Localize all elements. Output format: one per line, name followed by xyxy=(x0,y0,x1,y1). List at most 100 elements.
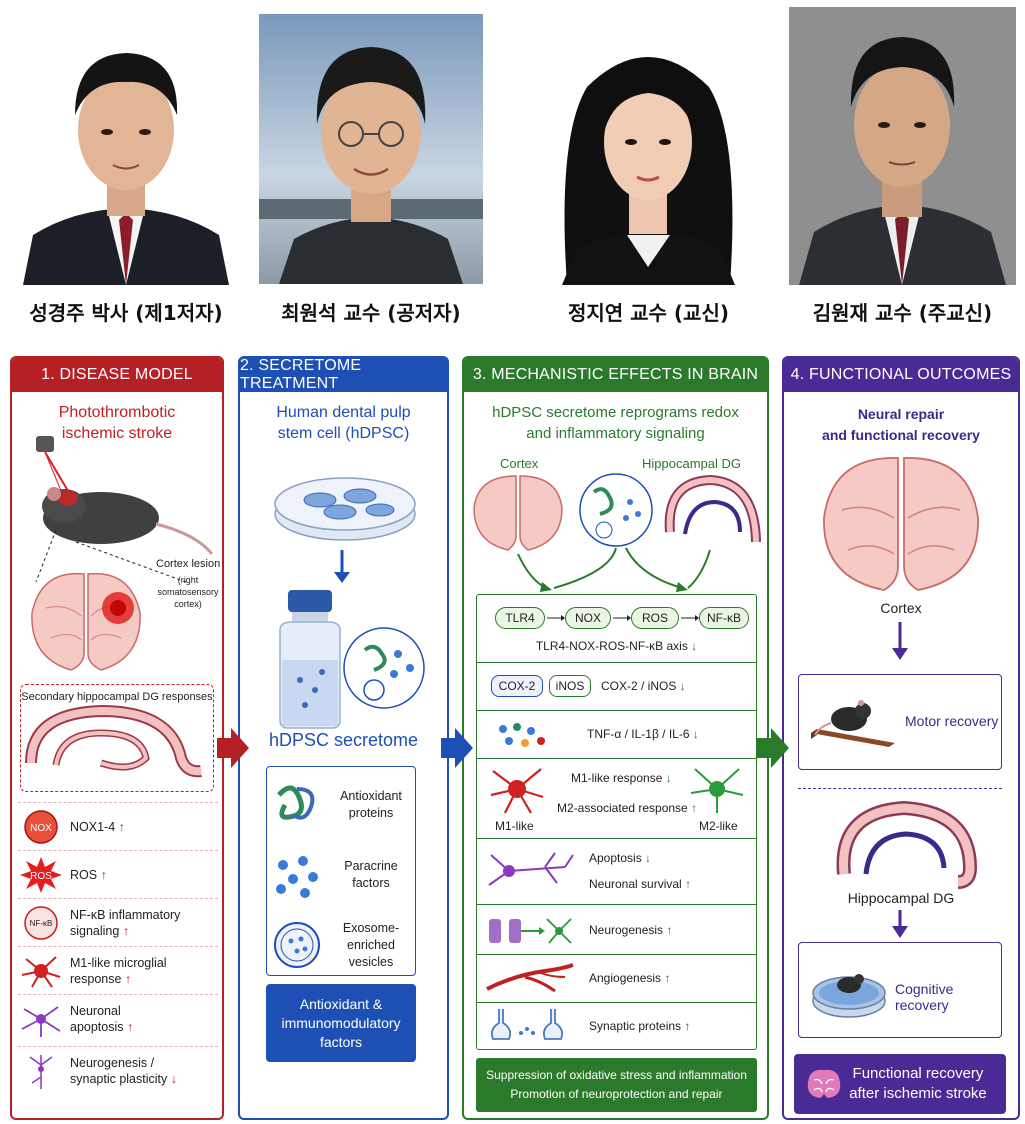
pill-cox2: COX-2 xyxy=(491,675,543,697)
microglia-arrow: ↑ xyxy=(124,971,132,986)
mechanism-footer: Suppression of oxidative stress and infl… xyxy=(476,1058,757,1112)
portrait-4-image xyxy=(789,7,1016,285)
ros-label: ROS xyxy=(70,867,98,882)
neurogenesis-label-1: Neurogenesis / xyxy=(70,1055,155,1070)
survival-label: Neuronal survival xyxy=(589,877,682,891)
secretome-components-box: Antioxidant proteins Paracrine factors Exo… xyxy=(266,766,416,976)
comp2-line3: vesicles xyxy=(348,954,394,969)
m1-label: M1-like xyxy=(495,819,534,833)
apoptosis-down-arrow: ↓ xyxy=(645,851,652,865)
neurogenesis-label: Neurogenesis xyxy=(589,923,664,937)
portrait-2 xyxy=(259,14,483,284)
cytokine-label: TNF-α / IL-1β / IL-6 ↓ xyxy=(587,727,699,741)
p3-dg-label: Hippocampal DG xyxy=(642,456,741,471)
p4-footer-line1: Functional recovery xyxy=(852,1065,984,1082)
m2-up-arrow: ↑ xyxy=(691,801,698,815)
brain-regions-illustration xyxy=(473,473,761,592)
mech-row-neurogenesis: Neurogenesis ↑ xyxy=(477,905,756,955)
angiogenesis-text: Angiogenesis ↑ xyxy=(589,971,670,985)
mouse-beam-icon xyxy=(811,700,895,747)
mech-row-cytokine: TNF-α / IL-1β / IL-6 ↓ xyxy=(477,711,756,759)
panel-4-title-line2: and functional recovery xyxy=(822,427,980,443)
protein-ribbon-icon xyxy=(277,785,315,820)
comp0-line1: Antioxidant xyxy=(340,789,402,803)
panel-4-title-line1: Neural repair xyxy=(857,406,945,422)
microglia-red-icon xyxy=(21,955,61,988)
arrow-3-to-4-icon xyxy=(757,728,789,768)
p3-footer-line2: Promotion of neuroprotection and repair xyxy=(510,1087,723,1101)
mech-row-apoptosis: Apoptosis ↓ Neuronal survival ↑ xyxy=(477,839,756,905)
panel-3-title-line1: hDPSC secretome reprograms redox xyxy=(492,404,739,421)
panel-3-title-line2: and inflammatory signaling xyxy=(526,425,705,442)
cox-label: COX-2 / iNOS ↓ xyxy=(601,679,686,693)
m1-response-text: M1-like response xyxy=(571,771,663,785)
m2-label: M2-like xyxy=(699,819,738,833)
exosome-vesicle-icon xyxy=(274,922,320,968)
comp2-line1: Exosome- xyxy=(342,920,400,935)
apoptosis-label-2: apoptosis xyxy=(70,1019,124,1034)
p2-footer-line2: immunomodulatory xyxy=(281,1014,401,1031)
comp1-line1: Paracrine xyxy=(344,859,398,873)
water-maze-icon xyxy=(812,974,886,1018)
portrait-4 xyxy=(789,7,1016,285)
p4-footer-line2: after ischemic stroke xyxy=(849,1085,987,1102)
apoptosis-arrow: ↑ xyxy=(127,1019,134,1034)
portrait-2-name: 최원석 교수 (공저자) xyxy=(281,301,461,325)
cytokine-dots-icon xyxy=(499,723,545,747)
comp-paracrine: Paracrine factors xyxy=(267,839,415,911)
apoptosis-label: Apoptosis xyxy=(589,851,642,865)
apoptosis-text: Apoptosis ↓ xyxy=(589,851,651,865)
p1-item-ros: ROS ↑ xyxy=(70,867,107,883)
panel-2-title: Human dental pulp stem cell (hDPSC) xyxy=(240,402,447,444)
angiogenesis-label: Angiogenesis xyxy=(589,971,662,985)
m1-microglia-icon xyxy=(490,768,544,814)
mech-row-axis: TLR4 NOX ROS NF-κB TLR4-NOX-ROS-NF-κB ax… xyxy=(477,595,756,663)
portrait-1-image xyxy=(13,20,239,285)
pill-ros: ROS xyxy=(631,607,679,629)
portrait-2-image xyxy=(259,14,483,284)
panel-mechanistic-effects: 3. MECHANISTIC EFFECTS IN BRAIN hDPSC se… xyxy=(462,356,769,1120)
m1-response: M1-like response ↓ xyxy=(571,771,672,785)
comp0-line2: proteins xyxy=(348,806,394,820)
apoptosis-label-1: Neuronal xyxy=(70,1003,121,1018)
hippocampus-recovery-icon xyxy=(836,800,978,889)
survival-up-arrow: ↑ xyxy=(685,877,692,891)
motor-recovery-label: Motor recovery xyxy=(905,713,999,729)
microglia-label-1: M1-like microglial xyxy=(70,955,167,970)
angiogenesis-up-arrow: ↑ xyxy=(664,971,671,985)
comp1-line2: factors xyxy=(352,876,390,890)
cytokine-label-text: TNF-α / IL-1β / IL-6 xyxy=(587,727,690,741)
mech-row-cox: COX-2 iNOS COX-2 / iNOS ↓ xyxy=(477,663,756,711)
comp2-line2: enriched xyxy=(347,937,395,952)
petri-dish-cells-icon xyxy=(274,477,416,541)
neuron-small-icon xyxy=(29,1054,53,1089)
neuron-purple-icon xyxy=(21,1005,61,1037)
antioxidant-proteins-label: Antioxidant proteins xyxy=(327,788,415,822)
panel-functional-outcomes: 4. FUNCTIONAL OUTCOMES Neural repair and… xyxy=(782,356,1020,1120)
neurogenesis-icon xyxy=(489,918,572,944)
synapse-icon xyxy=(490,1009,564,1040)
lesion-label: Cortex lesion xyxy=(156,558,221,570)
nfkb-badge-text: NF-κB xyxy=(30,919,53,928)
comp-antioxidant: Antioxidant proteins xyxy=(267,769,415,841)
portrait-3-name: 정지연 교수 (교신) xyxy=(567,301,729,325)
lesion-sublabel: (right somatosensory cortex) xyxy=(148,574,222,610)
arrow-1-to-2-icon xyxy=(217,728,249,768)
p1-row-neurogenesis: Neurogenesis /synaptic plasticity ↓ xyxy=(18,1046,218,1094)
secretome-footer: Antioxidant & immunomodulatory factors xyxy=(266,984,416,1062)
neurogenesis-arrow: ↓ xyxy=(170,1071,177,1086)
down-arrow-blue-icon xyxy=(334,550,350,583)
down-arrow-purple-1-icon xyxy=(892,622,908,660)
synaptic-label: Synaptic proteins xyxy=(589,1019,682,1033)
mechanism-list-box: TLR4 NOX ROS NF-κB TLR4-NOX-ROS-NF-κB ax… xyxy=(476,594,757,1050)
p3-footer-line1: Suppression of oxidative stress and infl… xyxy=(486,1068,747,1082)
ros-burst-icon: ROS xyxy=(20,856,62,893)
nox-badge-icon: NOX xyxy=(24,809,58,844)
pill-inos: iNOS xyxy=(549,675,591,697)
panel-1-title-line1: Photothrombotic xyxy=(58,404,176,421)
